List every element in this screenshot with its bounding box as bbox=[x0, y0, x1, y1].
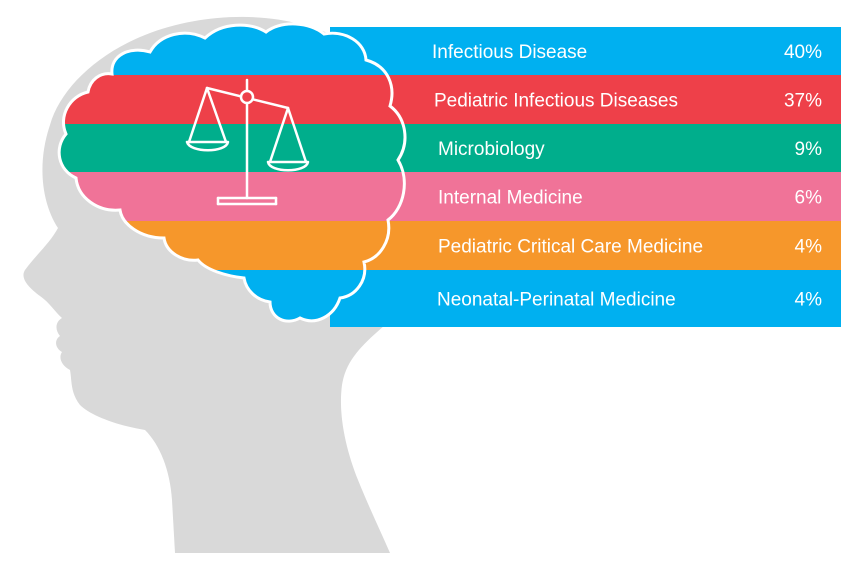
category-bar bbox=[330, 270, 841, 327]
value-label: 4% bbox=[795, 237, 823, 258]
value-label: 40% bbox=[784, 42, 822, 63]
category-label: Neonatal-Perinatal Medicine bbox=[437, 290, 676, 311]
balance-scale-icon bbox=[185, 78, 310, 206]
category-label: Infectious Disease bbox=[432, 42, 587, 63]
category-bar bbox=[330, 221, 841, 270]
category-bar bbox=[330, 75, 841, 124]
category-label: Pediatric Infectious Diseases bbox=[434, 91, 678, 112]
value-label: 6% bbox=[795, 188, 823, 209]
value-label: 9% bbox=[795, 139, 823, 160]
category-bar bbox=[330, 172, 841, 221]
category-bar bbox=[330, 27, 841, 75]
brain-outline bbox=[57, 22, 407, 323]
category-label: Microbiology bbox=[438, 139, 545, 160]
value-label: 37% bbox=[784, 91, 822, 112]
value-label: 4% bbox=[795, 290, 823, 311]
category-label: Internal Medicine bbox=[438, 188, 583, 209]
category-bar bbox=[330, 124, 841, 172]
category-label: Pediatric Critical Care Medicine bbox=[438, 237, 703, 258]
